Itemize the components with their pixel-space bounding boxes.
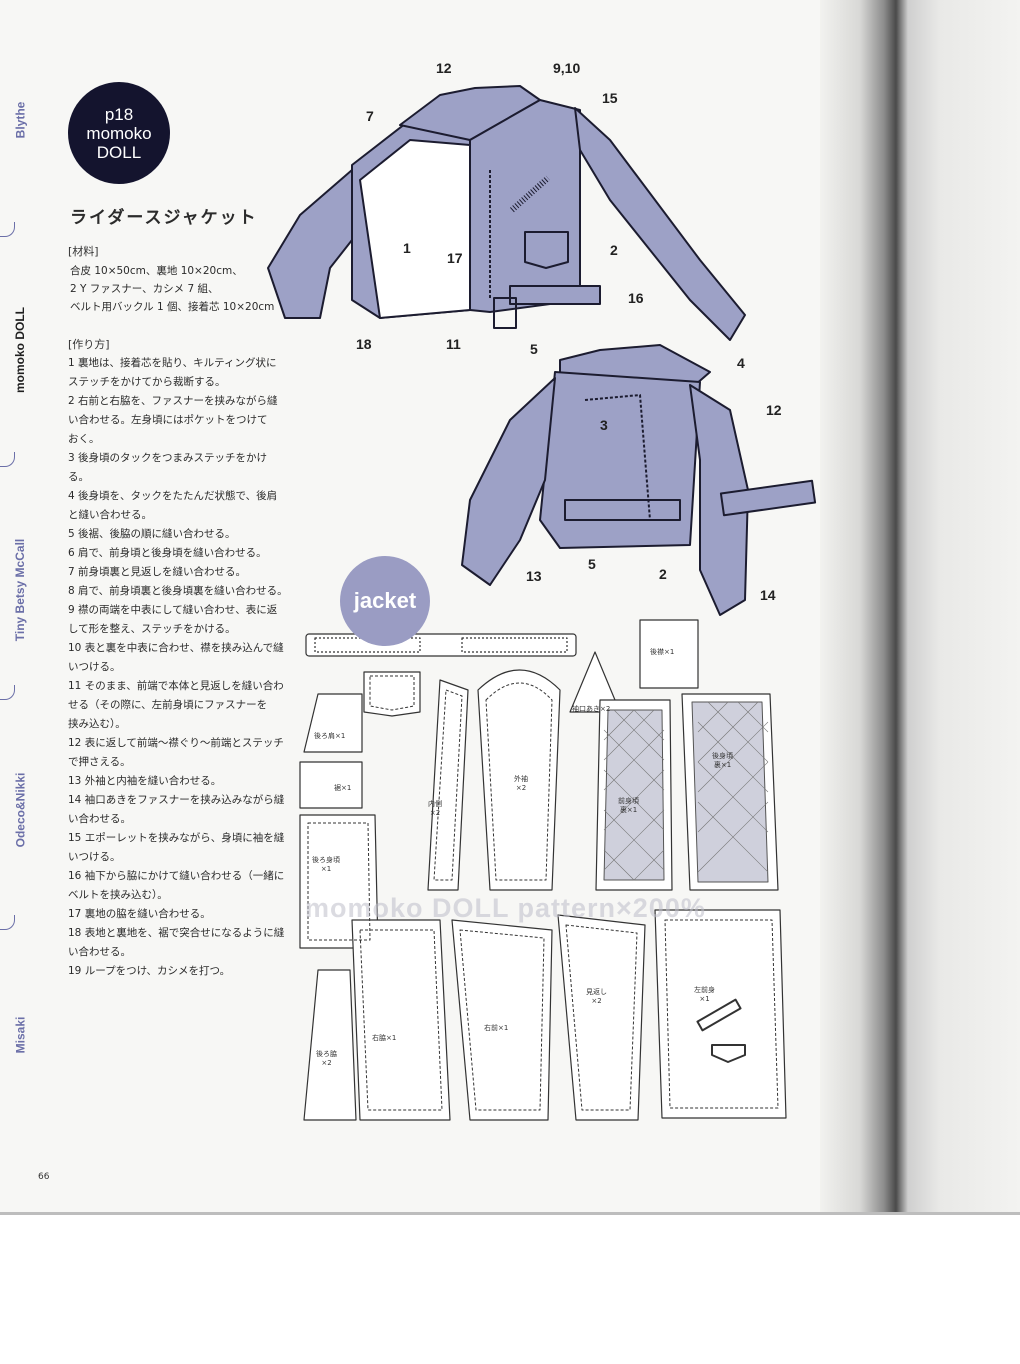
pattern-label-right-side: 右脇×1 <box>372 1034 397 1042</box>
method-step-line: いつける。 <box>68 851 121 863</box>
method-step-line: 8 肩で、前身頃裏と後身頃裏を縫い合わせる。 <box>68 585 288 597</box>
illustrations <box>267 85 817 1121</box>
callout-front: 1 <box>403 240 411 256</box>
method-step-line: 11 そのまま、前端で本体と見返しを縫い合わ <box>68 680 284 692</box>
pattern-label-left-front: 左前身 ×1 <box>694 986 715 1003</box>
pattern-label-back-body: 後ろ身頃 ×1 <box>312 856 340 873</box>
method-step-line: 16 袖下から脇にかけて縫い合わせる（一緒に <box>68 870 285 882</box>
pattern-label-outer-sleeve: 外袖 ×2 <box>514 775 528 792</box>
method-step-line: 4 後身頃を、タックをたたんだ状態で、後肩 <box>68 490 278 502</box>
materials-line: 2 Y ファスナー、カシメ 7 組、 <box>70 283 219 295</box>
pattern-label-cuff: 袖口あき×2 <box>572 705 611 713</box>
pattern-label-collar: 後襟×1 <box>650 648 675 656</box>
callout-back: 5 <box>588 556 596 572</box>
method-step-line: ベルトを挟み込む）。 <box>68 889 168 901</box>
method-step-line: い合わせる。 <box>68 813 131 825</box>
tab-divider <box>0 915 15 930</box>
method-step-line: おく。 <box>68 433 100 445</box>
method-step-line: 5 後裾、後脇の順に縫い合わせる。 <box>68 528 236 540</box>
pattern-label-right-front: 右前×1 <box>484 1024 509 1032</box>
pattern-label-inner-sleeve: 内側 ×2 <box>428 800 442 817</box>
callout-front: 18 <box>356 336 372 352</box>
pattern-label-front-lining: 前身頃 裏×1 <box>618 797 639 814</box>
method-step-line: 18 表地と裏地を、裾で突合せになるように縫 <box>68 927 285 939</box>
page-title: ライダースジャケット <box>70 208 258 228</box>
callout-front: 15 <box>602 90 618 106</box>
materials-line: 合皮 10×50cm、裏地 10×20cm、 <box>70 265 243 277</box>
callout-back: 2 <box>659 566 667 582</box>
method-step-line: 挟み込む）。 <box>68 718 126 730</box>
method-heading: [作り方] <box>68 338 110 351</box>
method-step-line: 7 前身頃裏と見返しを縫い合わせる。 <box>68 566 247 578</box>
method-step-line: 14 袖口あきをファスナーを挟み込みながら縫 <box>68 794 285 806</box>
method-step-line: いつける。 <box>68 661 121 673</box>
callout-front: 17 <box>447 250 463 266</box>
front-jacket-illustration <box>267 85 746 341</box>
pattern-label-hem: 裾×1 <box>334 784 352 792</box>
callout-back: 5 <box>530 341 538 357</box>
method-step-line: して形を整え、ステッチをかける。 <box>68 623 236 635</box>
callout-front: 12 <box>436 60 452 76</box>
page-badge: p18 momoko DOLL <box>68 82 170 184</box>
method-step-line: い合わせる。 <box>68 946 131 958</box>
callout-back: 4 <box>737 355 745 371</box>
materials-line: ベルト用バックル 1 個、接着芯 10×20cm <box>70 301 275 313</box>
callout-front: 11 <box>446 336 461 352</box>
method-step-line: せる（その際に、左前身頃にファスナーを <box>68 699 268 711</box>
quilting-lines <box>603 701 769 881</box>
callout-front: 7 <box>366 108 374 124</box>
page-edge <box>0 1212 1020 1215</box>
callout-front: 16 <box>628 290 644 306</box>
callout-back: 3 <box>600 417 608 433</box>
pattern-label-back-side: 後ろ脇 ×2 <box>316 1050 337 1067</box>
badge-doll-type: DOLL <box>96 142 142 162</box>
method-steps: 1 裏地は、接着芯を貼り、キルティング状にステッチをかけてから裁断する。 2 右前… <box>68 354 288 981</box>
method-step-line: 17 裏地の脇を縫い合わせる。 <box>68 908 211 920</box>
method-step-line: 1 裏地は、接着芯を貼り、キルティング状に <box>68 357 277 369</box>
method-step-line: 13 外袖と内袖を縫い合わせる。 <box>68 775 222 787</box>
materials-list: 合皮 10×50cm、裏地 10×20cm、 2 Y ファスナー、カシメ 7 組… <box>70 262 290 316</box>
page: Blythe momoko DOLL Tiny Betsy McCall Ode… <box>0 0 1020 1215</box>
tab-divider <box>0 685 15 700</box>
method-step-line: い合わせる。左身頃にはポケットをつけて <box>68 414 268 426</box>
pattern-watermark: momoko DOLL pattern×200% <box>305 893 706 923</box>
method-step-line: 9 襟の両端を中表にして縫い合わせ、表に返 <box>68 604 278 616</box>
callout-back: 14 <box>760 587 776 603</box>
callout-front: 9,10 <box>553 60 581 76</box>
jacket-badge: jacket <box>340 556 430 646</box>
back-jacket-illustration <box>461 344 817 616</box>
method-step-line: 15 エポーレットを挟みながら、身頃に袖を縫 <box>68 832 285 844</box>
callout-back: 12 <box>766 402 782 418</box>
tab-divider <box>0 222 15 237</box>
badge-page: p18 <box>104 104 134 124</box>
method-step-line: で押さえる。 <box>68 756 131 768</box>
method-step-line: 6 肩で、前身頃と後身頃を縫い合わせる。 <box>68 547 267 559</box>
method-step-line: 2 右前と右脇を、ファスナーを挟みながら縫 <box>68 395 278 407</box>
callout-back: 13 <box>526 568 542 584</box>
pattern-label-back-lining: 後身頃 裏×1 <box>712 752 733 769</box>
tab-divider <box>0 452 15 467</box>
callout-front: 2 <box>610 242 618 258</box>
method-step-line: 3 後身頃のタックをつまみステッチをかける。 <box>68 452 268 483</box>
pattern-label-facing: 見返し ×2 <box>586 988 607 1005</box>
materials-heading: [材料] <box>68 245 99 258</box>
method-step-line: 12 表に返して前端～襟ぐり～前端とステッチ <box>68 737 284 749</box>
quilted-lining <box>603 701 769 883</box>
method-step-line: 10 表と裏を中表に合わせ、襟を挟み込んで縫 <box>68 642 284 654</box>
page-number: 66 <box>38 1172 50 1182</box>
method-step-line: ステッチをかけてから裁断する。 <box>68 376 226 388</box>
badge-doll-name: momoko <box>86 123 152 143</box>
method-step-line: と縫い合わせる。 <box>68 509 152 521</box>
book-gutter <box>820 0 1020 1215</box>
pattern-label-back-shoulder: 後ろ肩×1 <box>314 732 346 740</box>
method-step-line: 19 ループをつけ、カシメを打つ。 <box>68 965 231 977</box>
